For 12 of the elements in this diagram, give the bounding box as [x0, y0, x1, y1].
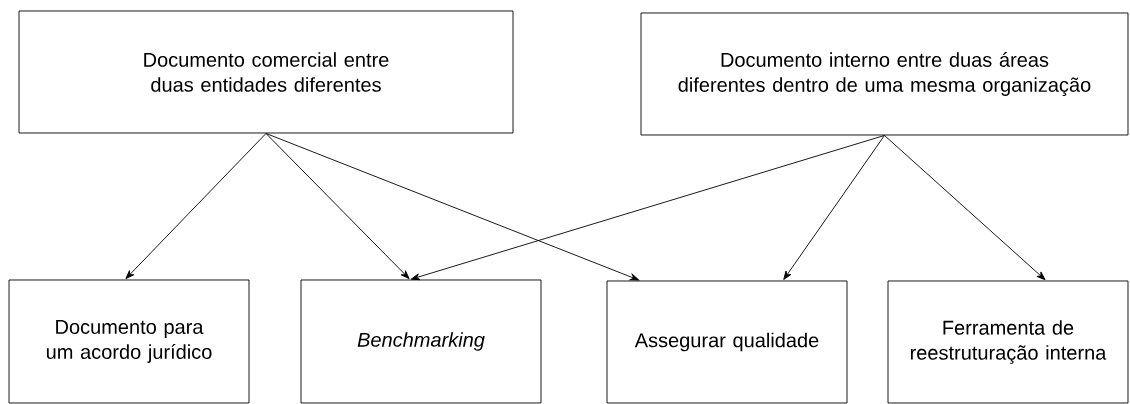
outcome-box: Benchmarking: [300, 279, 542, 404]
arrow: [884, 135, 1046, 281]
arrow: [265, 133, 640, 281]
concept-box: Documento comercial entre duas entidades diferentes: [18, 10, 514, 134]
arrow: [125, 133, 267, 280]
outcome-box: Ferramenta de reestruturação interna: [887, 280, 1129, 404]
outcome-box: Documento para um acordo jurídico: [8, 279, 250, 404]
outcome-box: Assegurar qualidade: [606, 280, 848, 404]
arrow: [410, 135, 885, 281]
arrow: [265, 133, 410, 280]
concept-box: Documento interno entre duas áreas diferentes dentro de uma mesma organização: [640, 12, 1129, 136]
arrow: [783, 135, 885, 280]
